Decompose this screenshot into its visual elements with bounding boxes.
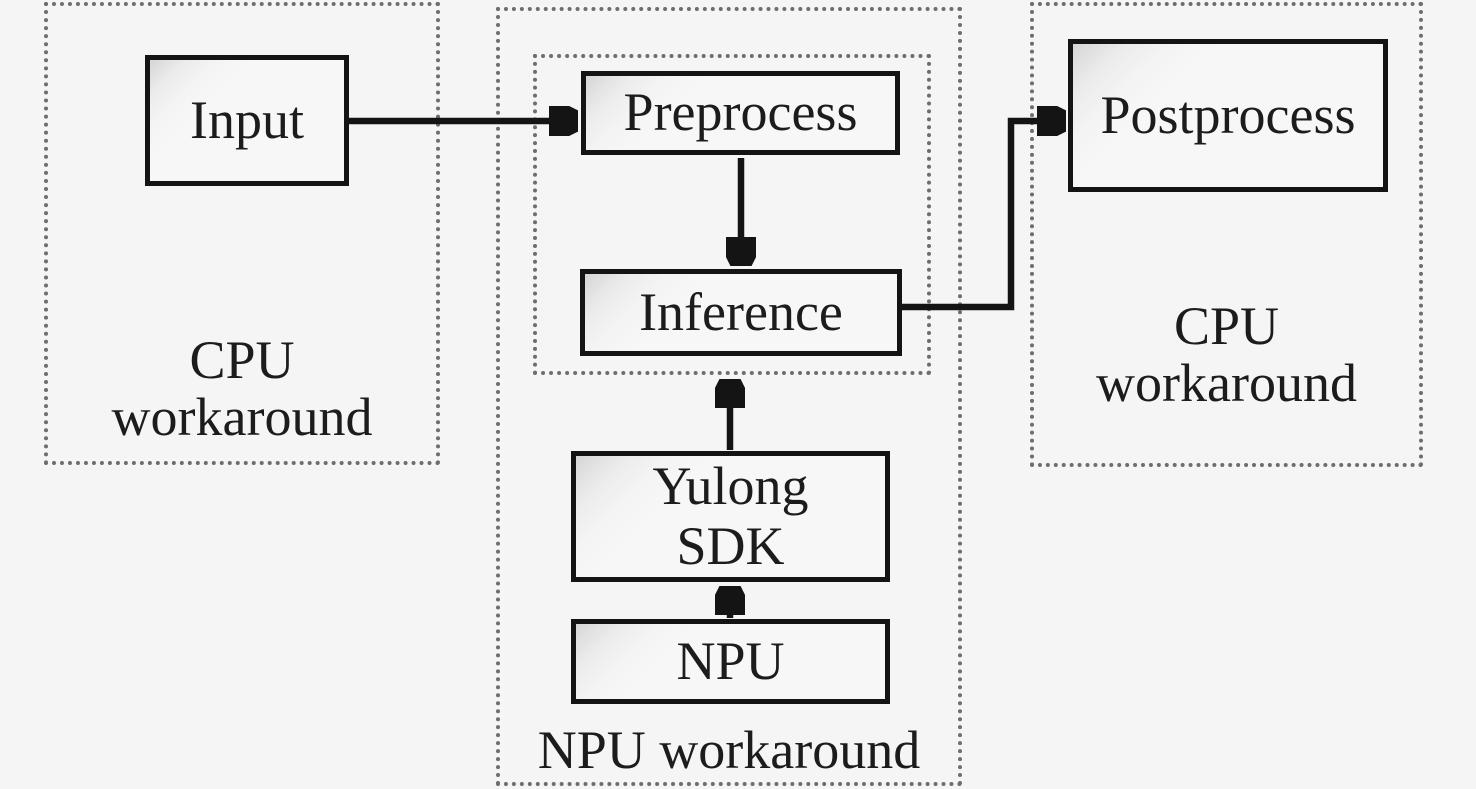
- node-input: Input: [145, 55, 349, 186]
- node-inference-label: Inference: [639, 281, 843, 342]
- label-cpu-workaround-right-line1: CPU: [1173, 296, 1280, 356]
- label-cpu-workaround-left: CPU workaround: [44, 330, 440, 448]
- region-npu-workaround: [496, 7, 962, 786]
- node-yulong-sdk-label-line1: Yulong: [652, 456, 809, 517]
- node-yulong-sdk-label-line2: SDK: [676, 515, 785, 576]
- node-input-label: Input: [190, 89, 304, 150]
- node-npu: NPU: [571, 619, 890, 704]
- label-npu-workaround: NPU workaround: [496, 720, 962, 780]
- label-npu-workaround-text: NPU workaround: [537, 720, 921, 780]
- node-npu-label: NPU: [676, 630, 785, 691]
- node-inference: Inference: [580, 269, 902, 356]
- node-postprocess: Postprocess: [1068, 39, 1388, 192]
- label-cpu-workaround-left-line1: CPU: [189, 330, 295, 390]
- label-cpu-workaround-right: CPU workaround: [1030, 296, 1423, 414]
- node-preprocess-label: Preprocess: [623, 82, 858, 143]
- label-cpu-workaround-right-line2: workaround: [1096, 353, 1357, 414]
- label-cpu-workaround-left-line2: workaround: [111, 387, 373, 448]
- region-cpu-workaround-left: [44, 2, 440, 465]
- node-postprocess-label: Postprocess: [1100, 84, 1356, 145]
- node-yulong-sdk: Yulong SDK: [571, 451, 890, 582]
- node-preprocess: Preprocess: [581, 71, 900, 155]
